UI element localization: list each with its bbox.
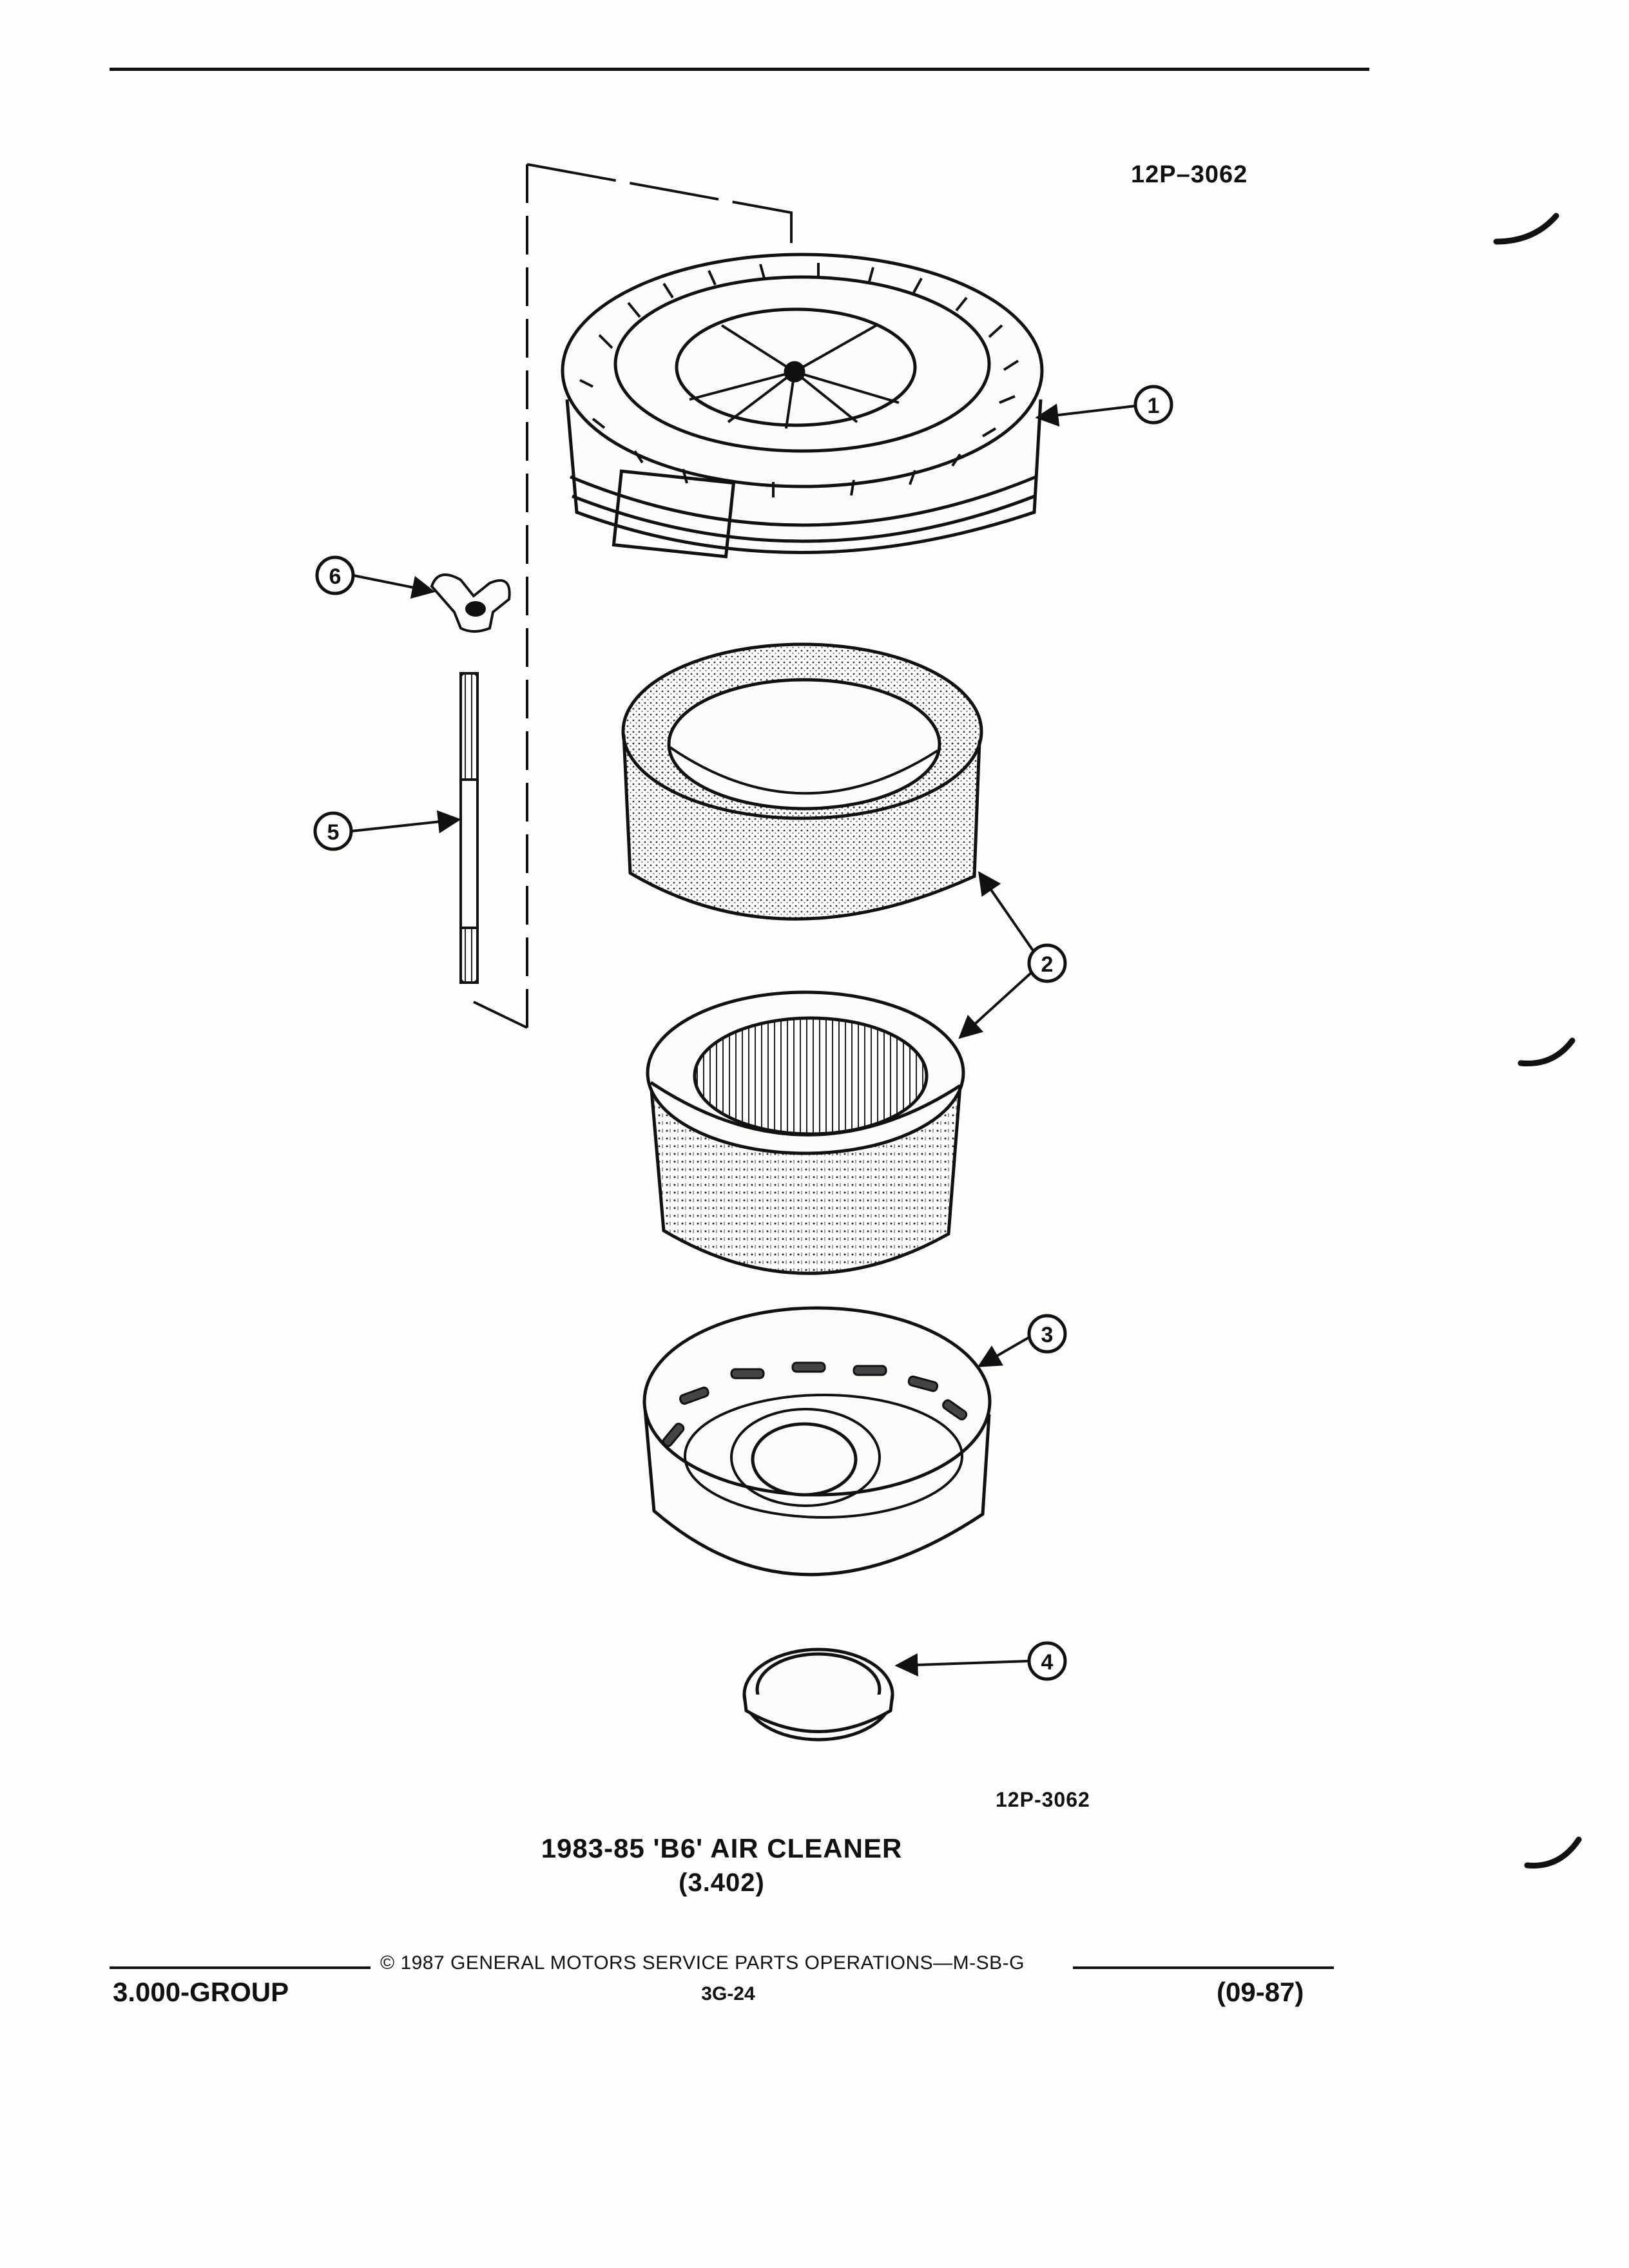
callout-2-circle [1027,943,1067,983]
gasket-part-4 [742,1648,894,1742]
punch-marks [1493,213,1582,1869]
callout-markers [313,385,1173,1681]
filter-element-part-2 [646,990,965,1275]
wing-nut-part-6 [430,573,511,633]
callout-1-circle [1133,385,1173,425]
figure-title: 1983-85 'B6' AIR CLEANER [541,1833,903,1863]
base-part-3 [642,1306,992,1577]
section-reference: (3.402) [679,1869,765,1897]
callout-6: 6 [329,564,342,589]
foam-precleaner-part-2 [621,642,983,921]
figure-id-top: 12P–3062 [1131,161,1248,188]
figure-id-bottom: 12P-3062 [996,1788,1090,1811]
cover-part-1 [561,253,1044,559]
callout-4: 4 [1041,1650,1054,1675]
group-label: 3.000-GROUP [113,1977,289,2007]
copyright-line: © 1987 GENERAL MOTORS SERVICE PARTS OPER… [380,1952,1025,1974]
footer-rule-left [110,1966,371,1969]
header-rule [110,68,1369,71]
callout-3-circle [1027,1314,1067,1354]
callout-2: 2 [1041,952,1054,977]
stud-part-5 [459,672,479,984]
leader-lines [351,403,1136,1677]
callout-5: 5 [327,820,340,845]
callout-1: 1 [1148,394,1160,418]
page-number: 3G-24 [701,1983,755,2004]
revision-date: (09-87) [1217,1977,1304,2007]
footer-rule-right [1073,1966,1334,1969]
callout-numbers: 1 2 3 4 5 6 [327,394,1160,1675]
callout-3: 3 [1041,1323,1054,1347]
